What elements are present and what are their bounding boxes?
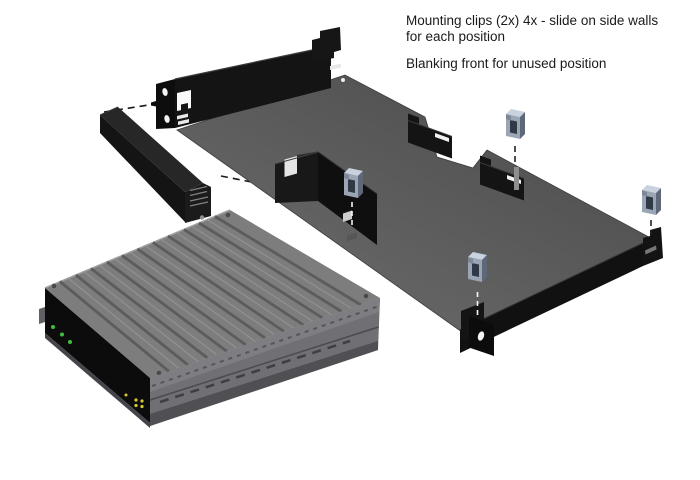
corner-side-slot bbox=[343, 210, 352, 222]
annotation-mounting-clips-line2: for each position bbox=[406, 29, 506, 44]
clip4-top-face bbox=[468, 252, 487, 260]
front-wall-face bbox=[460, 243, 643, 353]
front-panel-face bbox=[175, 46, 331, 128]
ear-hole-top bbox=[162, 88, 168, 96]
clip3-side bbox=[656, 188, 661, 215]
corner-side-wall bbox=[318, 152, 377, 245]
blanking-end-face bbox=[185, 183, 211, 223]
device-cooling-fins bbox=[59, 215, 362, 373]
device-led-green-1 bbox=[51, 325, 55, 329]
blanking-top-edge bbox=[99, 106, 119, 116]
clip2-side bbox=[520, 112, 525, 139]
device-front-bottom-sliver bbox=[45, 333, 150, 428]
mounting-clip-2 bbox=[506, 109, 525, 139]
device-bottom-strip bbox=[150, 341, 378, 426]
mounting-clip-3 bbox=[642, 185, 661, 215]
annotation-mounting-clips-line1: Mounting clips (2x) 4x - slide on side w… bbox=[406, 13, 659, 28]
blanking-top-face bbox=[100, 107, 203, 192]
device-led-yellow-1 bbox=[134, 398, 138, 402]
mounting-clip-4 bbox=[468, 252, 487, 282]
side-wall-tab-1 bbox=[407, 113, 453, 159]
blanking-end-slot-2 bbox=[189, 190, 208, 197]
clip2-hole bbox=[510, 120, 517, 134]
device-side-seam bbox=[149, 326, 379, 401]
device-left-lug bbox=[39, 307, 45, 324]
blanking-front-face bbox=[100, 115, 185, 222]
guide-line-blanking-to-left-position bbox=[103, 103, 156, 113]
device-fin-highlights bbox=[67, 218, 352, 369]
device-led-green-2 bbox=[60, 332, 64, 337]
device-screw-3 bbox=[363, 293, 369, 299]
clip1-side bbox=[358, 171, 363, 198]
rack-ear-left bbox=[156, 79, 175, 129]
side-wall-tab-2 bbox=[479, 155, 525, 201]
front-wall-ear-hole bbox=[477, 331, 485, 341]
clip1-hole bbox=[348, 179, 355, 193]
front-panel-slot-1 bbox=[177, 113, 188, 120]
blanking-end-slot-1 bbox=[189, 185, 208, 192]
mounting-clip-1 bbox=[344, 168, 363, 198]
tab2-pin bbox=[514, 167, 519, 190]
corner-side-slot-small bbox=[347, 232, 357, 241]
clip2-latch bbox=[506, 114, 511, 121]
clip3-top-face bbox=[642, 185, 661, 193]
device-top-face bbox=[45, 210, 380, 378]
front-panel-top-edge bbox=[174, 45, 332, 80]
blanking-end-hole bbox=[199, 215, 205, 220]
tab1-wall bbox=[408, 120, 452, 159]
front-wall-top-edge bbox=[459, 242, 644, 331]
front-panel-right-tab bbox=[312, 27, 341, 62]
ear-hole-bottom bbox=[164, 115, 170, 123]
clip-guide-lines bbox=[351, 146, 652, 318]
front-panel-slot-2 bbox=[178, 119, 189, 125]
ear-pin bbox=[151, 101, 156, 107]
device-screw-2 bbox=[225, 212, 231, 218]
tray-screw-hole bbox=[341, 78, 345, 82]
clip2-top-face bbox=[506, 109, 525, 117]
front-panel-cutout-tab bbox=[181, 103, 188, 111]
device-screw-4 bbox=[156, 370, 162, 376]
device-screw-1 bbox=[51, 283, 57, 289]
annotation-mounting-clips: Mounting clips (2x) 4x - slide on side w… bbox=[406, 13, 691, 45]
clip3-latch bbox=[642, 190, 647, 197]
device-led-yellow-0 bbox=[124, 393, 128, 397]
device-fin-end-teeth bbox=[151, 305, 380, 387]
blanking-front bbox=[99, 106, 211, 223]
device-led-green-3 bbox=[68, 340, 72, 344]
corner-front-top-edge bbox=[274, 151, 319, 165]
middle-corner-bracket bbox=[274, 151, 378, 245]
clip1-top-face bbox=[344, 168, 363, 176]
clip4-latch bbox=[468, 257, 473, 264]
tray-front-wall bbox=[459, 227, 663, 356]
front-wall-right-slot bbox=[645, 245, 657, 255]
clip3-hole bbox=[646, 196, 653, 210]
blanking-end-slot-3 bbox=[189, 196, 209, 202]
device-front-face bbox=[45, 288, 150, 423]
device-led-yellow-3 bbox=[134, 403, 138, 408]
front-panel bbox=[151, 27, 341, 129]
tab1-top-edge bbox=[407, 120, 453, 137]
device-fin-end-band bbox=[150, 298, 380, 392]
device-side-vents bbox=[159, 339, 351, 404]
annotation-blanking-front: Blanking front for unused position bbox=[406, 56, 607, 71]
clip4-side bbox=[482, 255, 487, 282]
clip1-latch bbox=[344, 173, 349, 180]
corner-window bbox=[284, 156, 297, 177]
device-enclosure bbox=[39, 209, 380, 428]
clip4-hole bbox=[472, 263, 479, 277]
front-panel-right-slot bbox=[330, 63, 341, 70]
blanking-end-slot-4 bbox=[189, 201, 209, 207]
tab1-slot bbox=[435, 133, 449, 142]
device-led-yellow-2 bbox=[140, 399, 144, 403]
device-led-yellow-4 bbox=[140, 404, 144, 409]
front-wall-right-tab bbox=[643, 227, 663, 266]
tab2-wall bbox=[480, 162, 524, 201]
